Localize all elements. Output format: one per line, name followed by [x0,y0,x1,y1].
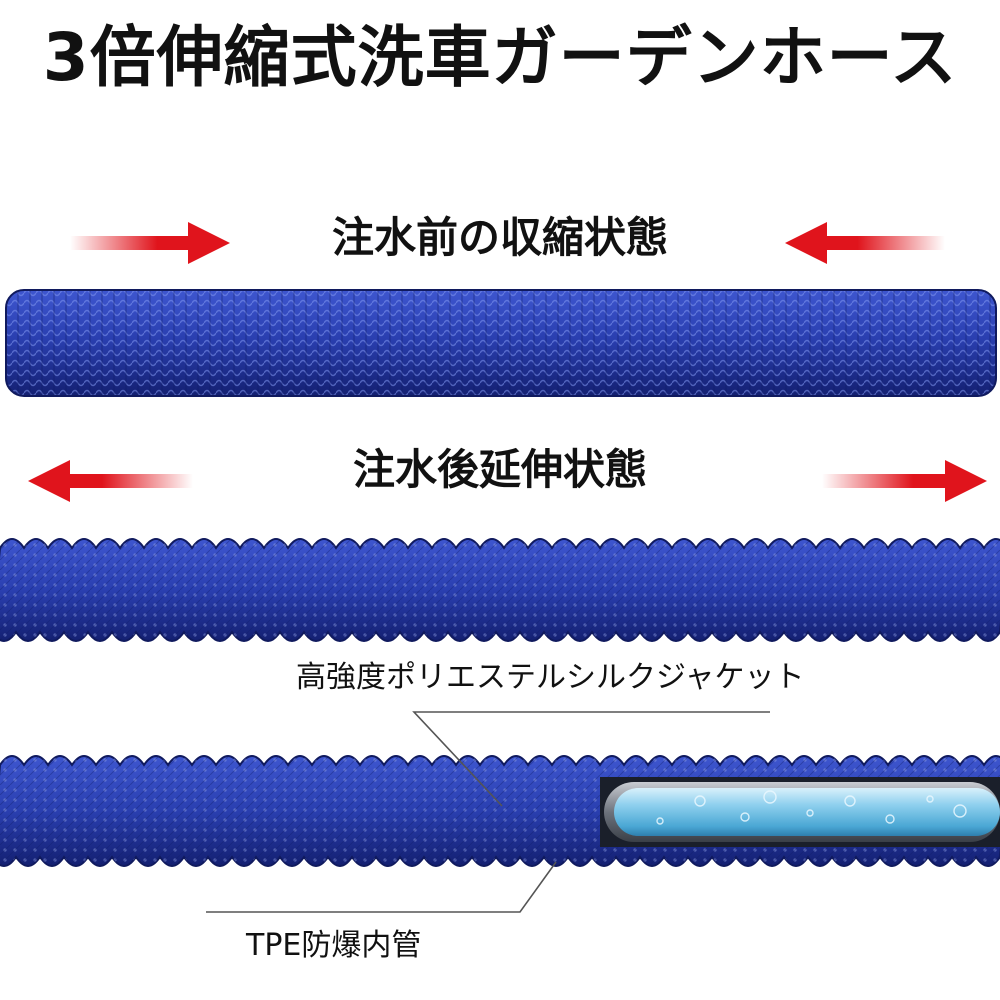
expanded-state-label: 注水後延伸状態 [352,445,647,494]
cutaway-hose [0,755,1000,867]
page-title: 3倍伸縮式洗車ガーデンホース [42,19,958,96]
inner-tube [600,777,1000,847]
contracted-state-label: 注水前の収縮状態 [331,213,668,262]
jacket-callout-label: 高強度ポリエステルシルクジャケット [296,660,805,695]
expanded-hose [0,538,1000,642]
arrow-right-inward-icon [70,222,230,264]
arrow-right-outward-icon [822,460,987,502]
inner-tube-callout-label: TPE防爆内管 [246,928,422,963]
contracted-hose [5,289,997,397]
arrow-left-outward-icon [28,460,193,502]
arrow-left-inward-icon [785,222,945,264]
